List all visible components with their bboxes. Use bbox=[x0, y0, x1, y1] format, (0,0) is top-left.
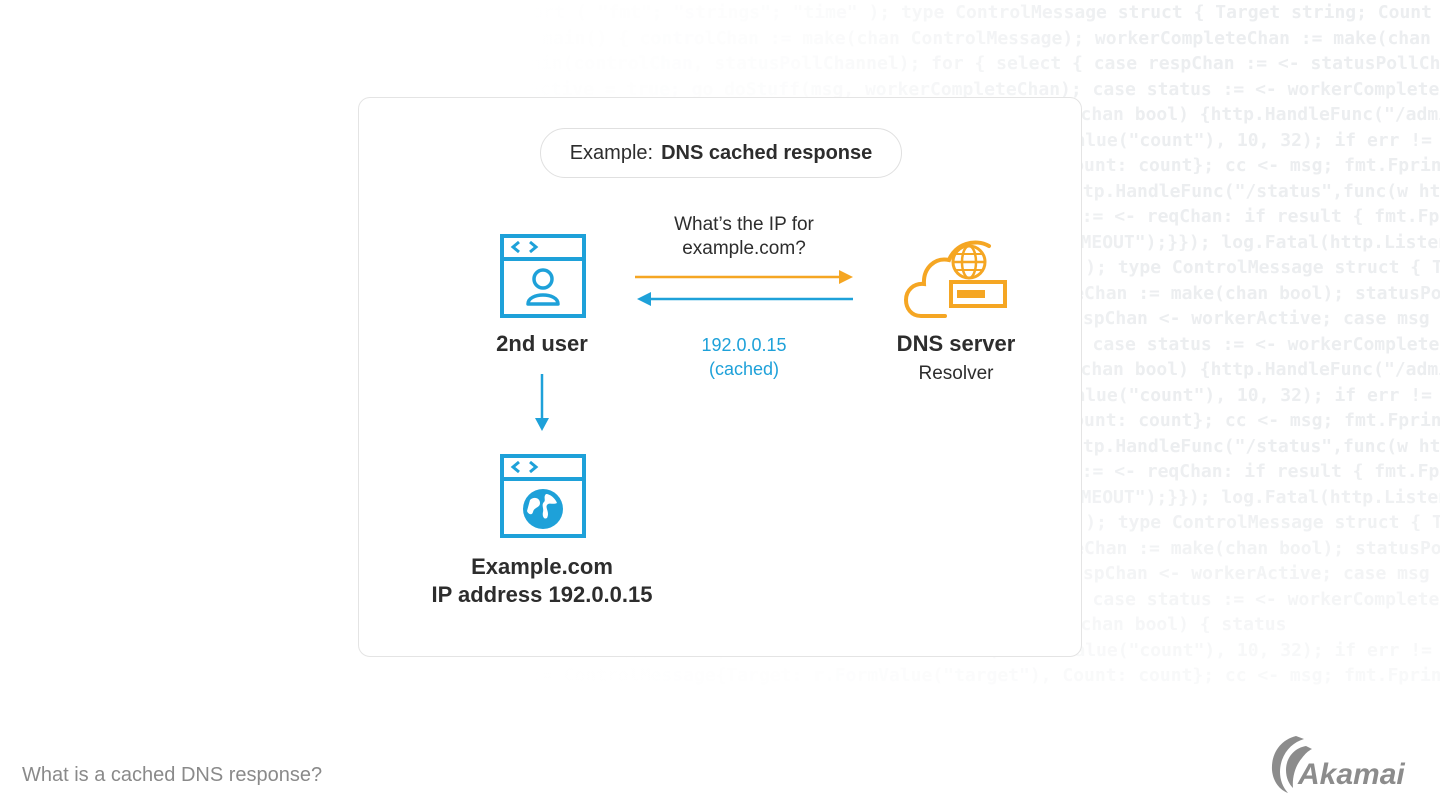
page-caption: What is a cached DNS response? bbox=[22, 764, 323, 786]
response-cached: (cached) bbox=[708, 359, 780, 379]
result-ip: IP address 192.0.0.15 bbox=[431, 582, 653, 607]
code-line: func main() { controlChan := make(chan C… bbox=[488, 27, 1431, 49]
example-title: DNS cached response bbox=[661, 141, 873, 164]
request-response-arrows bbox=[635, 270, 853, 306]
example-lead: Example: bbox=[569, 141, 654, 164]
request-line-2: example.com? bbox=[682, 238, 806, 259]
akamai-logo-text: Akamai bbox=[1297, 758, 1405, 791]
diagram-card: Example: DNS cached response 2nd user Ex… bbox=[358, 97, 1082, 657]
dns-server-sublabel: Resolver bbox=[918, 363, 994, 384]
example-title-pill: Example: DNS cached response bbox=[540, 128, 902, 178]
browser-window-user-icon bbox=[500, 234, 586, 318]
request-text: What’s the IP for example.com? bbox=[674, 213, 814, 261]
cloud-server-icon bbox=[903, 240, 1007, 318]
code-line: import ( "fmt"; "strings"; "time" ); typ… bbox=[500, 2, 1440, 23]
akamai-logo: Akamai bbox=[1271, 736, 1405, 793]
response-ip: 192.0.0.15 bbox=[701, 335, 787, 355]
result-domain: Example.com bbox=[471, 554, 613, 579]
code-line: msg := ControlMessage{Target: r.FormValu… bbox=[488, 665, 1440, 686]
response-text: 192.0.0.15 (cached) bbox=[701, 333, 786, 381]
code-line: go admin(controlChan, statusPollChannel)… bbox=[476, 53, 1440, 74]
user-label: 2nd user bbox=[496, 331, 588, 356]
result-block: Example.com IP address 192.0.0.15 bbox=[432, 553, 653, 609]
down-arrow bbox=[535, 374, 549, 431]
dns-server-label: DNS server bbox=[896, 331, 1016, 356]
browser-window-globe-icon bbox=[500, 454, 586, 538]
request-line-1: What’s the IP for bbox=[674, 214, 814, 235]
